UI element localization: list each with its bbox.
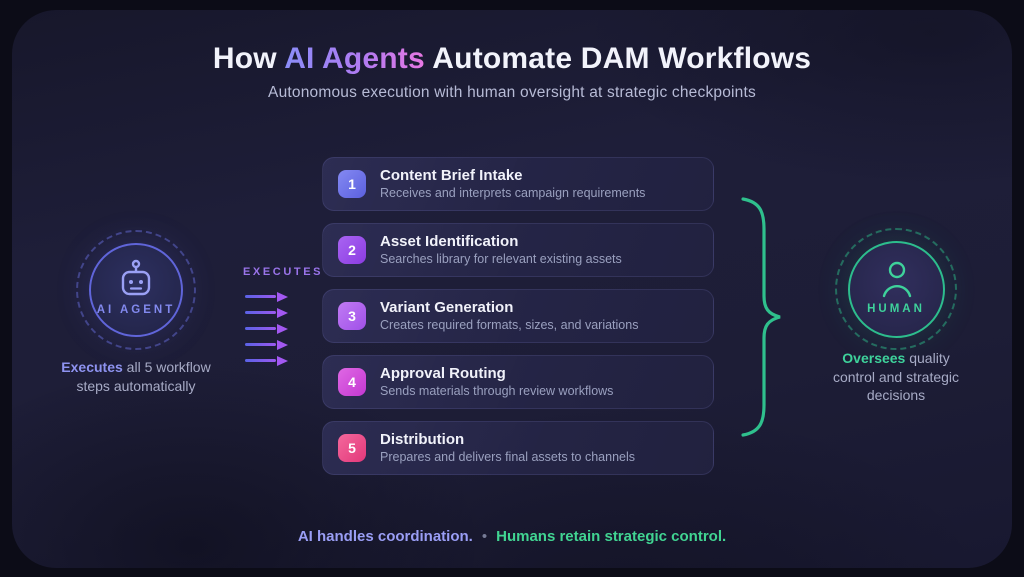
human-label: HUMAN (867, 303, 925, 315)
footer-tagline: AI handles coordination. • Humans retain s… (0, 528, 1024, 545)
agent-circle (89, 243, 183, 337)
step-number-badge: 4 (338, 368, 366, 396)
step-description: Creates required formats, sizes, and var… (380, 318, 639, 332)
title-suffix: Automate DAM Workflows (424, 42, 812, 75)
step-description: Searches library for relevant existing a… (380, 252, 622, 266)
workflow-steps: 1 Content Brief Intake Receives and inte… (322, 157, 714, 487)
executes-arrows (245, 291, 288, 371)
step-text: Content Brief Intake Receives and interp… (380, 167, 645, 201)
step-number-badge: 1 (338, 170, 366, 198)
execute-arrow-icon (245, 355, 288, 366)
brace-icon (739, 196, 785, 443)
person-icon (877, 258, 917, 305)
human-caption-line2: control and strategic (832, 368, 960, 385)
step-card-3: 3 Variant Generation Creates required fo… (322, 289, 714, 343)
page-subtitle: Autonomous execution with human oversigh… (268, 84, 756, 101)
execute-arrow-icon (245, 291, 288, 302)
human-caption: Oversees quality control and strategic dec… (806, 349, 986, 405)
footer-human-text: Humans retain strategic control. (496, 528, 727, 545)
footer-separator: • (481, 528, 488, 545)
step-card-2: 2 Asset Identification Searches library … (322, 223, 714, 277)
step-description: Prepares and delivers final assets to ch… (380, 450, 636, 464)
agent-outer-ring (76, 230, 196, 350)
step-text: Asset Identification Searches library fo… (380, 233, 622, 267)
step-description: Sends materials through review workflows (380, 384, 614, 398)
execute-arrow-icon (245, 307, 288, 318)
step-text: Distribution Prepares and delivers final… (380, 431, 635, 465)
title-prefix: How (212, 42, 285, 75)
step-card-1: 1 Content Brief Intake Receives and inte… (322, 157, 714, 211)
agent-caption-bold: Executes (61, 359, 123, 375)
step-title: Variant Generation (380, 299, 514, 316)
step-number-badge: 2 (338, 236, 366, 264)
step-description: Receives and interprets campaign require… (380, 186, 646, 200)
step-text: Variant Generation Creates required form… (380, 299, 638, 333)
human-outer-ring (835, 228, 957, 350)
step-number-badge: 5 (338, 434, 366, 462)
step-title: Content Brief Intake (380, 167, 523, 184)
human-caption-bold: Oversees (842, 350, 906, 366)
step-text: Approval Routing Sends materials through… (380, 365, 613, 399)
executes-label: EXECUTES (243, 266, 324, 278)
human-circle (848, 241, 945, 338)
step-number-badge: 3 (338, 302, 366, 330)
step-card-4: 4 Approval Routing Sends materials throu… (322, 355, 714, 409)
human-caption-line1: quality (905, 350, 950, 366)
agent-caption-line2: steps automatically (76, 378, 196, 394)
page-title: How AI Agents Automate DAM Workflows (0, 42, 1024, 75)
execute-arrow-icon (245, 323, 288, 334)
step-title: Asset Identification (380, 233, 519, 250)
robot-icon (117, 259, 155, 306)
agent-caption-line1: all 5 workflow (122, 359, 211, 375)
footer-ai-text: AI handles coordination. (297, 528, 473, 545)
step-title: Approval Routing (380, 365, 506, 382)
human-caption-line3: decisions (866, 387, 926, 403)
step-title: Distribution (380, 431, 465, 448)
title-highlight: AI Agents (284, 42, 425, 75)
step-card-5: 5 Distribution Prepares and delivers fin… (322, 421, 714, 475)
agent-caption: Executes all 5 workflow steps automatical… (36, 358, 236, 396)
agent-label: AI AGENT (96, 304, 176, 316)
execute-arrow-icon (245, 339, 288, 350)
